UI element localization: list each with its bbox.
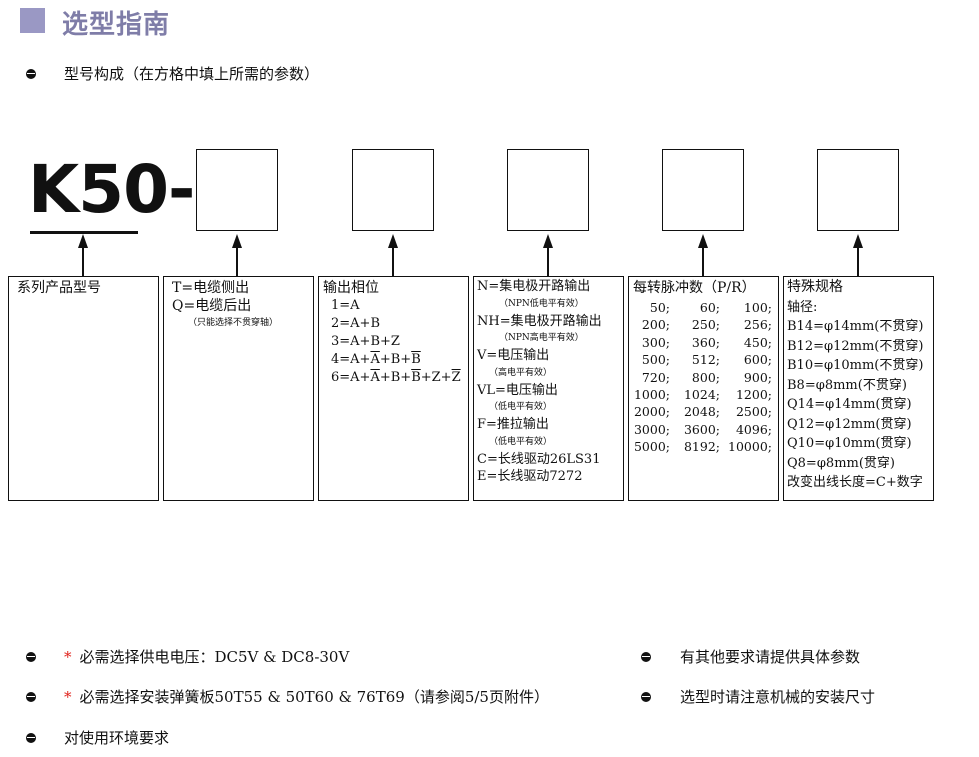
output-option: VL=电压输出 xyxy=(477,382,558,398)
special-item: B12=φ12mm(不贯穿) xyxy=(787,338,924,354)
phase-title: 输出相位 xyxy=(323,280,379,296)
note-environment: 对使用环境要求 xyxy=(64,729,170,747)
connector-line xyxy=(236,246,238,276)
cable-option-t: T=电缆侧出 xyxy=(172,280,250,296)
box-special: 特殊规格 轴径: B14=φ14mm(不贯穿) B12=φ12mm(不贯穿) B… xyxy=(783,276,934,501)
pulse-row: 50;60;100; xyxy=(649,300,772,315)
output-option: N=集电极开路输出 xyxy=(477,279,591,294)
model-underline xyxy=(30,231,138,234)
bullet-icon xyxy=(26,652,36,662)
special-title: 特殊规格 xyxy=(787,279,843,295)
output-option: E=长线驱动7272 xyxy=(477,469,583,484)
phase-item: 3=A+B+Z xyxy=(331,334,400,349)
special-item: B10=φ10mm(不贯穿) xyxy=(787,358,924,373)
subtitle: 型号构成（在方格中填上所需的参数） xyxy=(64,65,320,83)
phase-item: 1=A xyxy=(331,298,360,313)
slot-special xyxy=(817,149,899,231)
slot-output xyxy=(507,149,589,231)
slot-phase xyxy=(352,149,434,231)
special-item: Q14=φ14mm(贯穿) xyxy=(787,397,912,412)
pulse-row: 300;360;450; xyxy=(641,334,772,350)
arrow-up-icon xyxy=(543,234,553,248)
cable-note: （只能选择不贯穿轴） xyxy=(188,318,279,328)
output-note: （NPN低电平有效） xyxy=(499,298,584,309)
box-output: N=集电极开路输出 （NPN低电平有效） NH=集电极开路输出 （NPN高电平有… xyxy=(473,276,624,501)
output-option: F=推拉输出 xyxy=(477,417,549,432)
bullet-icon xyxy=(641,692,651,702)
pulse-row: 720;800;900; xyxy=(641,369,772,385)
output-option: V=电压输出 xyxy=(477,348,550,363)
box-pulse: 每转脉冲数（P/R） 50;60;100; 200;250;256; 300;3… xyxy=(628,276,779,501)
pulse-row: 500;512;600; xyxy=(641,352,772,368)
pulse-title: 每转脉冲数（P/R） xyxy=(633,280,756,296)
pulse-row: 1000;1024;1200; xyxy=(633,387,772,403)
note-voltage: *必需选择供电电压：DC5V & DC8-30V xyxy=(64,648,350,666)
model-code: K50- xyxy=(28,151,195,228)
cable-option-q: Q=电缆后出 xyxy=(172,298,252,314)
arrow-up-icon xyxy=(853,234,863,248)
connector-line xyxy=(82,246,84,276)
special-item: Q8=φ8mm(贯穿) xyxy=(787,455,895,471)
box-series: 系列产品型号 xyxy=(8,276,159,501)
note-install-size: 选型时请注意机械的安装尺寸 xyxy=(680,688,876,706)
series-label: 系列产品型号 xyxy=(17,280,101,296)
pulse-table: 50;60;100; 200;250;256; 300;360;450; 500… xyxy=(633,299,774,456)
output-note: （NPN高电平有效） xyxy=(499,333,584,343)
arrow-up-icon xyxy=(78,234,88,248)
pulse-row: 2000;2048;2500; xyxy=(633,404,772,420)
arrow-up-icon xyxy=(388,234,398,248)
special-item: B14=φ14mm(不贯穿) xyxy=(787,319,924,334)
connector-line xyxy=(857,246,859,276)
note-mounting: *必需选择安装弹簧板50T55 & 50T60 & 76T69（请参阅5/5页附… xyxy=(64,688,549,706)
box-phase: 输出相位 1=A 2=A+B 3=A+B+Z 4=A+A+B+B 6=A+A+B… xyxy=(318,276,469,501)
special-item: Q12=φ12mm(贯穿) xyxy=(787,416,912,432)
pulse-row: 3000;3600;4096; xyxy=(633,421,772,437)
output-note: （低电平有效） xyxy=(489,402,553,412)
title-square-icon xyxy=(20,8,45,33)
connector-line xyxy=(392,246,394,276)
pulse-row: 200;250;256; xyxy=(641,317,772,333)
output-note: （高电平有效） xyxy=(489,367,553,378)
special-item: B8=φ8mm(不贯穿) xyxy=(787,377,907,393)
phase-item: 2=A+B xyxy=(331,316,380,331)
slot-pulse xyxy=(662,149,744,231)
special-item: 改变出线长度=C+数字 xyxy=(787,475,923,490)
output-option: NH=集电极开路输出 xyxy=(477,313,602,329)
arrow-up-icon xyxy=(698,234,708,248)
output-option: C=长线驱动26LS31 xyxy=(477,451,601,467)
bullet-icon xyxy=(26,733,36,743)
required-star-icon: * xyxy=(64,688,72,706)
note-other-requirements: 有其他要求请提供具体参数 xyxy=(680,648,861,666)
special-axis-label: 轴径: xyxy=(787,299,818,315)
slot-cable xyxy=(196,149,278,231)
connector-line xyxy=(702,246,704,276)
phase-item: 6=A+A+B+B+Z+Z xyxy=(331,370,461,385)
connector-line xyxy=(547,246,549,276)
bullet-icon xyxy=(26,69,36,79)
required-star-icon: * xyxy=(64,648,72,666)
bullet-icon xyxy=(641,652,651,662)
page-title: 选型指南 xyxy=(62,10,171,40)
output-note: （低电平有效） xyxy=(489,436,553,447)
box-cable: T=电缆侧出 Q=电缆后出 （只能选择不贯穿轴） xyxy=(163,276,314,501)
bullet-icon xyxy=(26,692,36,702)
pulse-row: 5000;8192;10000; xyxy=(633,439,772,455)
arrow-up-icon xyxy=(232,234,242,248)
special-item: Q10=φ10mm(贯穿) xyxy=(787,436,912,451)
phase-item: 4=A+A+B+B xyxy=(331,352,421,367)
